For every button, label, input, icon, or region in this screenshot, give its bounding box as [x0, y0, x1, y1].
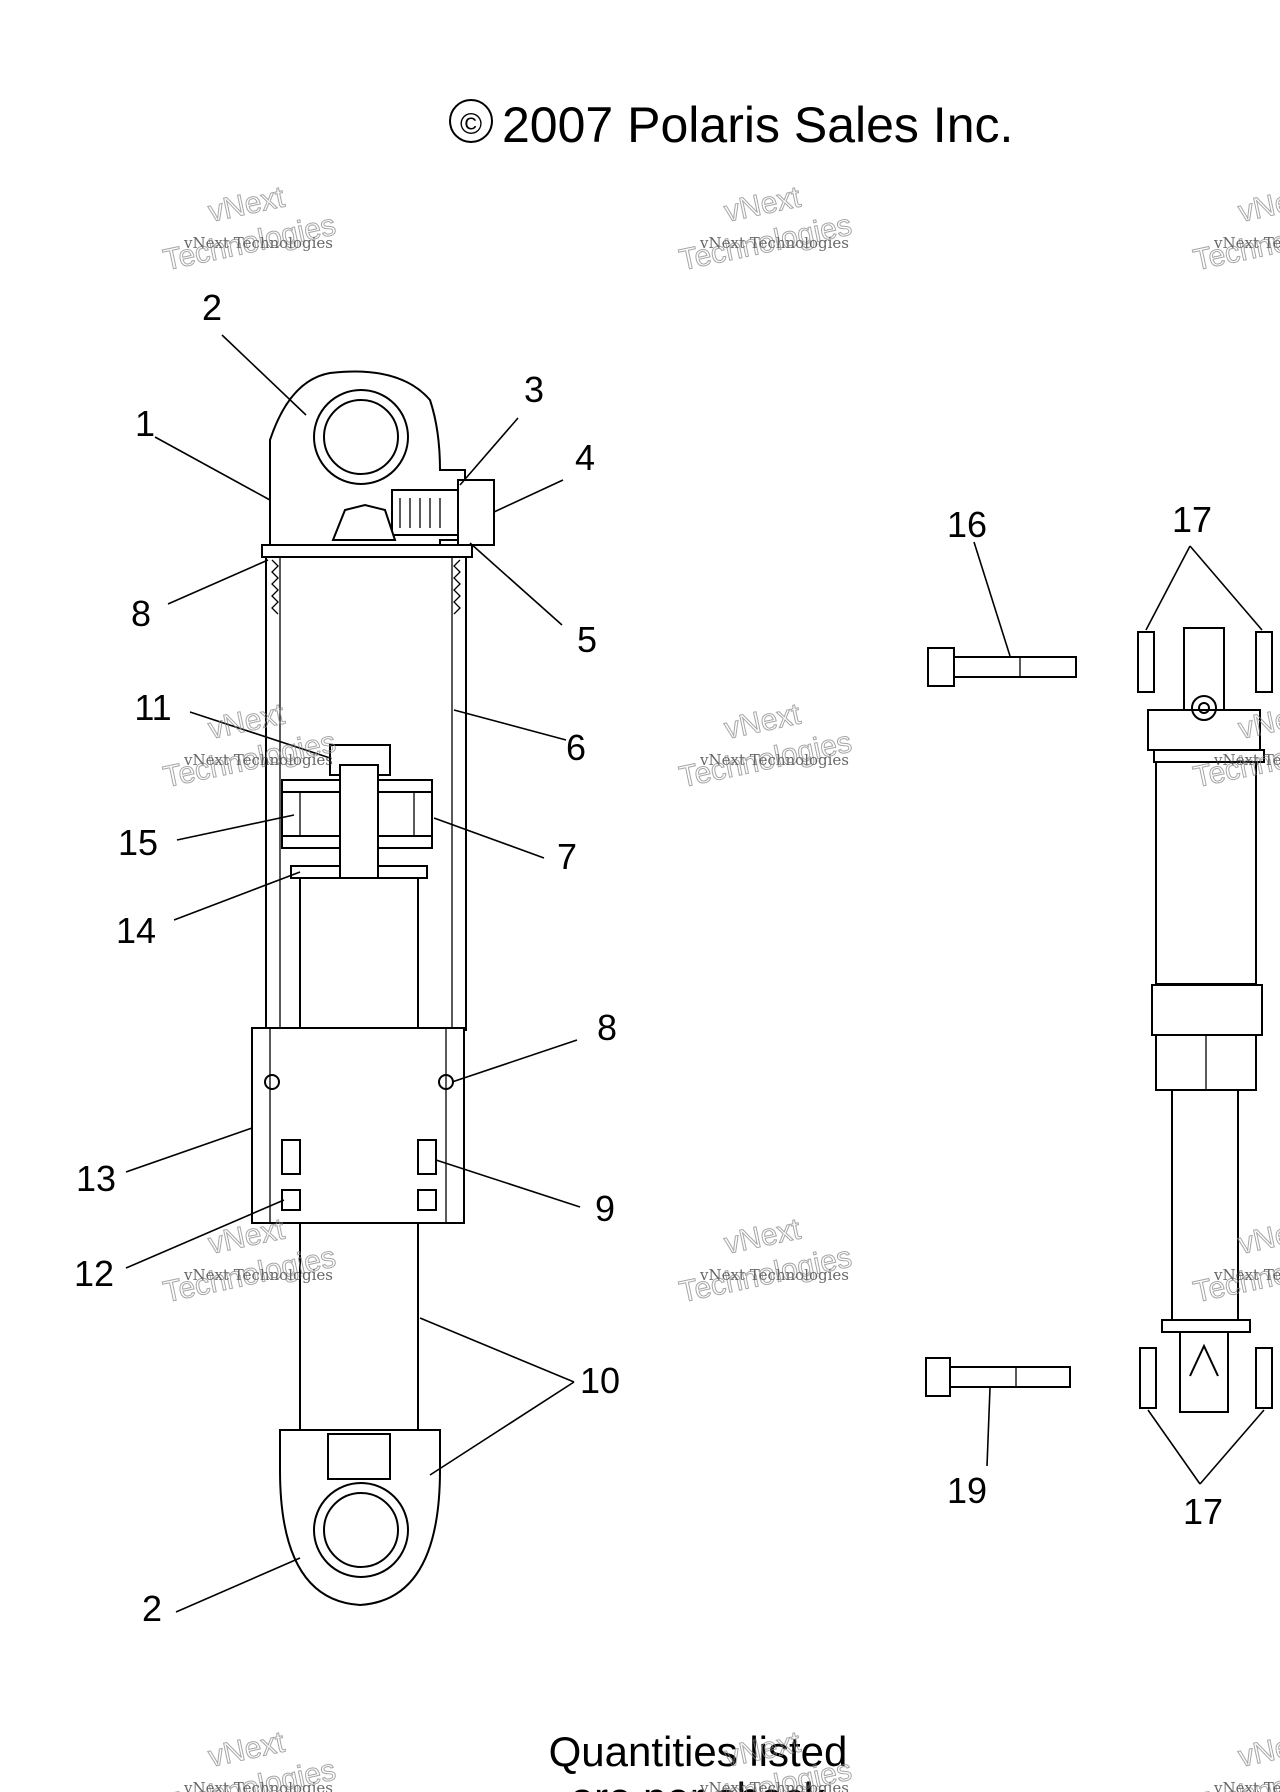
callout-4: 4 — [575, 437, 595, 478]
svg-text:vNext Technologies: vNext Technologies — [699, 1266, 849, 1284]
copyright-text: 2007 Polaris Sales Inc. — [502, 97, 1013, 153]
callout-3: 3 — [524, 369, 544, 410]
copyright-symbol: © — [460, 108, 482, 141]
footer-line-2: are per shock — [571, 1774, 826, 1792]
watermark-2: vNext Technologies vNext Technologies — [676, 180, 855, 278]
svg-text:vNext: vNext — [1235, 1213, 1280, 1261]
svg-text:vNext Technologies: vNext Technologies — [1213, 234, 1280, 252]
callout-16: 16 — [947, 504, 987, 545]
watermark-1: vNext Technologies vNext Technologies — [160, 180, 339, 278]
callout-19: 19 — [947, 1470, 987, 1511]
callout-1: 1 — [135, 403, 155, 444]
watermark-12: vNext Technologies vNext Technologies — [1190, 1725, 1280, 1792]
svg-text:vNext: vNext — [1235, 181, 1280, 229]
watermark-8: vNext Technologies vNext Technologies — [676, 1212, 855, 1310]
callout-5: 5 — [577, 619, 597, 660]
svg-text:vNext Technologies: vNext Technologies — [1213, 1266, 1280, 1284]
svg-text:vNext: vNext — [1235, 698, 1280, 746]
callout-8-top: 8 — [131, 593, 151, 634]
footer-line-1: Quantities listed — [549, 1728, 848, 1775]
callout-17-bottom: 17 — [1183, 1491, 1223, 1532]
bolt-19 — [925, 1357, 1071, 1397]
svg-text:vNext Technologies: vNext Technologies — [1213, 751, 1280, 769]
shock-assembly-side — [1137, 627, 1273, 1413]
leader-lines — [125, 334, 1265, 1613]
watermark-5: vNext Technologies vNext Technologies — [676, 697, 855, 795]
svg-text:vNext: vNext — [1235, 1726, 1280, 1774]
callout-17-top: 17 — [1172, 499, 1212, 540]
watermark-3: vNext Technologies vNext Technologies — [1190, 180, 1280, 278]
callout-2-top: 2 — [202, 287, 222, 328]
callout-15: 15 — [118, 822, 158, 863]
callout-6: 6 — [566, 727, 586, 768]
footer-note: Quantities listed are per shock — [549, 1728, 848, 1792]
callout-2-bottom: 2 — [142, 1588, 162, 1629]
callout-13: 13 — [76, 1158, 116, 1199]
svg-text:vNext Technologies: vNext Technologies — [1213, 1779, 1280, 1792]
watermark-10: vNext Technologies vNext Technologies — [160, 1725, 339, 1792]
callout-11: 11 — [134, 687, 171, 728]
callout-9: 9 — [595, 1188, 615, 1229]
svg-text:vNext Technologies: vNext Technologies — [699, 751, 849, 769]
callout-labels: 2 1 3 4 5 8 11 6 15 7 14 8 13 9 12 10 2 … — [74, 287, 1223, 1629]
svg-text:vNext Technologies: vNext Technologies — [183, 1266, 333, 1284]
callout-10: 10 — [580, 1360, 620, 1401]
callout-8-bottom: 8 — [597, 1007, 617, 1048]
copyright-header: © 2007 Polaris Sales Inc. — [449, 97, 1013, 153]
callout-12: 12 — [74, 1253, 114, 1294]
bolt-16 — [927, 647, 1077, 687]
svg-text:vNext Technologies: vNext Technologies — [699, 234, 849, 252]
shock-assembly-main — [251, 370, 495, 1607]
svg-text:vNext Technologies: vNext Technologies — [183, 234, 333, 252]
callout-7: 7 — [557, 836, 577, 877]
svg-text:vNext Technologies: vNext Technologies — [183, 1779, 333, 1792]
callout-14: 14 — [116, 910, 156, 951]
svg-text:vNext Technologies: vNext Technologies — [183, 751, 333, 769]
svg-text:vNext Technologies: vNext Technologies — [699, 1779, 849, 1792]
